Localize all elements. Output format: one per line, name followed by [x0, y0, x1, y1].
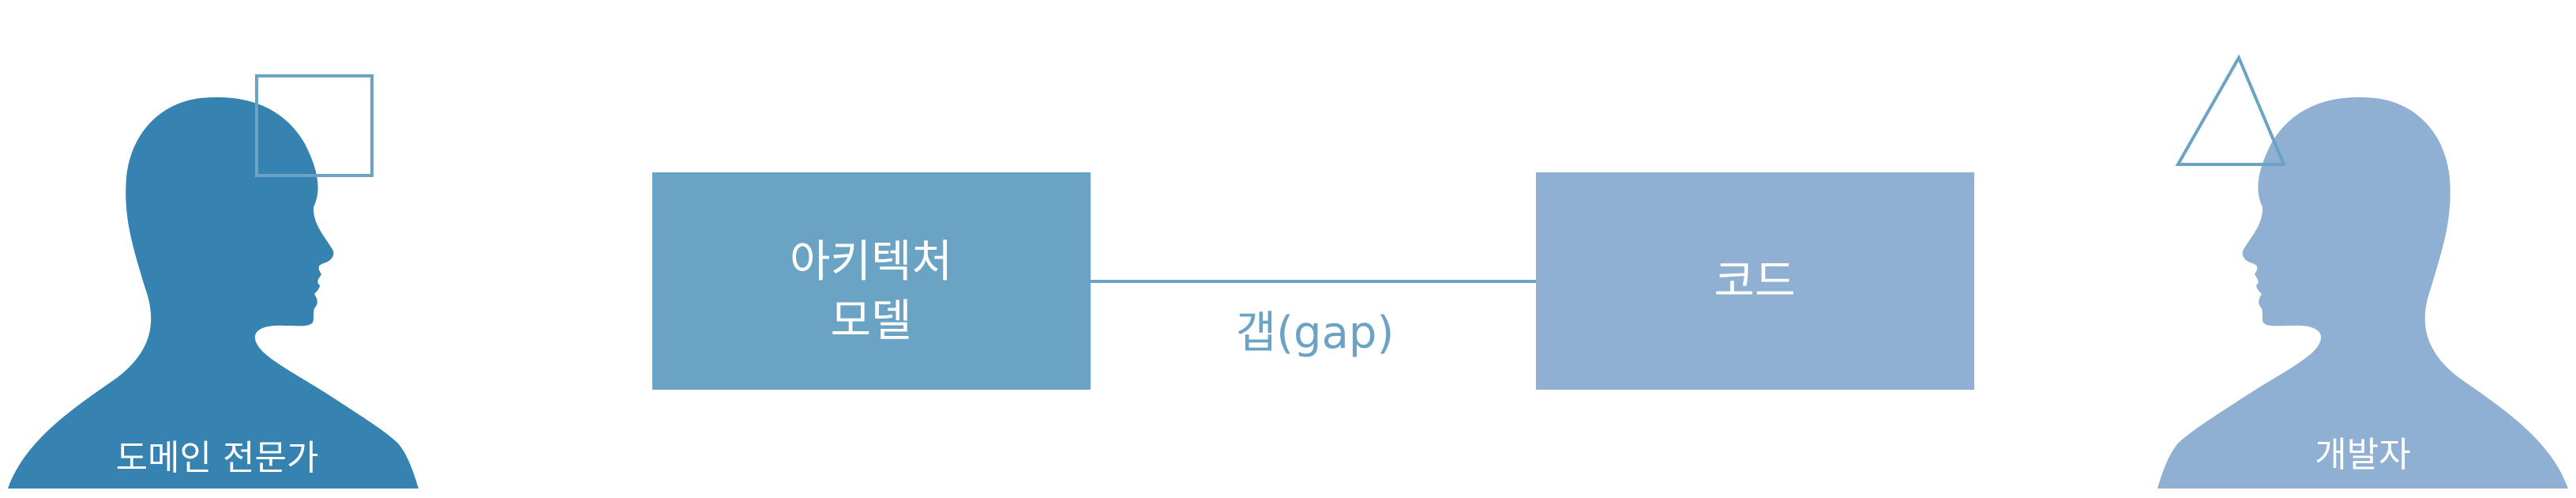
developer-label: 개발자 — [2315, 435, 2410, 475]
gap-label: 갭(gap) — [1236, 307, 1395, 359]
triangle-icon — [2175, 54, 2287, 166]
code-label: 코드 — [1714, 256, 1795, 307]
code-rect — [1536, 172, 1974, 390]
developer-silhouette — [2157, 96, 2568, 489]
developer-figure: 개발자 — [2157, 54, 2568, 489]
square-icon — [255, 74, 374, 177]
domain-expert-silhouette — [8, 96, 419, 489]
architecture-model-rect — [652, 172, 1091, 390]
code-box: 코드 — [1536, 172, 1974, 390]
domain-expert-figure: 도메인 전문가 — [8, 74, 419, 489]
architecture-model-label-line1: 아키텍처 — [790, 236, 952, 288]
architecture-model-label-line2: 모델 — [830, 296, 911, 347]
architecture-model-box: 아키텍처 모델 — [652, 172, 1091, 390]
domain-expert-label: 도메인 전문가 — [116, 438, 319, 478]
